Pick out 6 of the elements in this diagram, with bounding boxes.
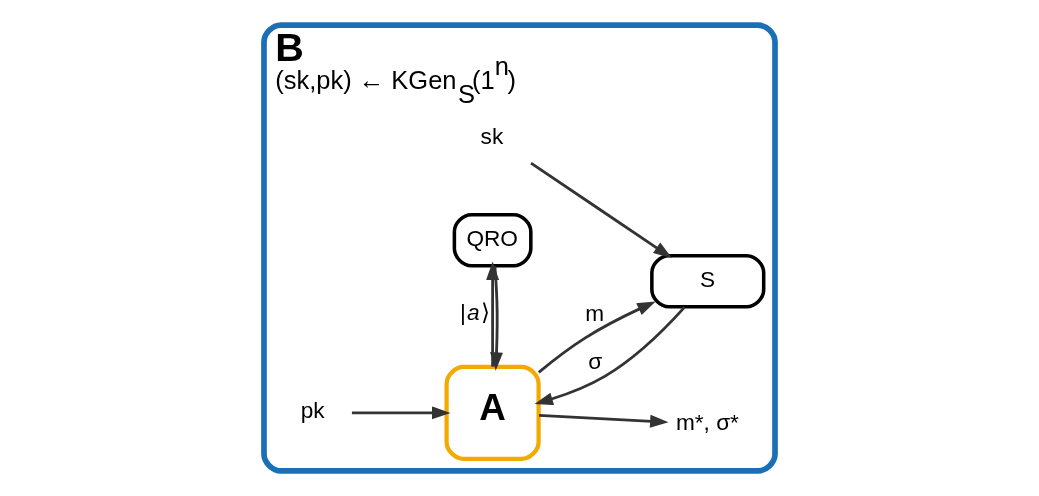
node-text: pk — [300, 398, 325, 424]
edge-label: m — [585, 300, 605, 326]
edge-label: σ — [588, 348, 603, 374]
edge-label: |a⟩ — [460, 300, 491, 326]
node-text: m*, σ* — [675, 409, 739, 435]
node-text: sk — [480, 123, 504, 149]
